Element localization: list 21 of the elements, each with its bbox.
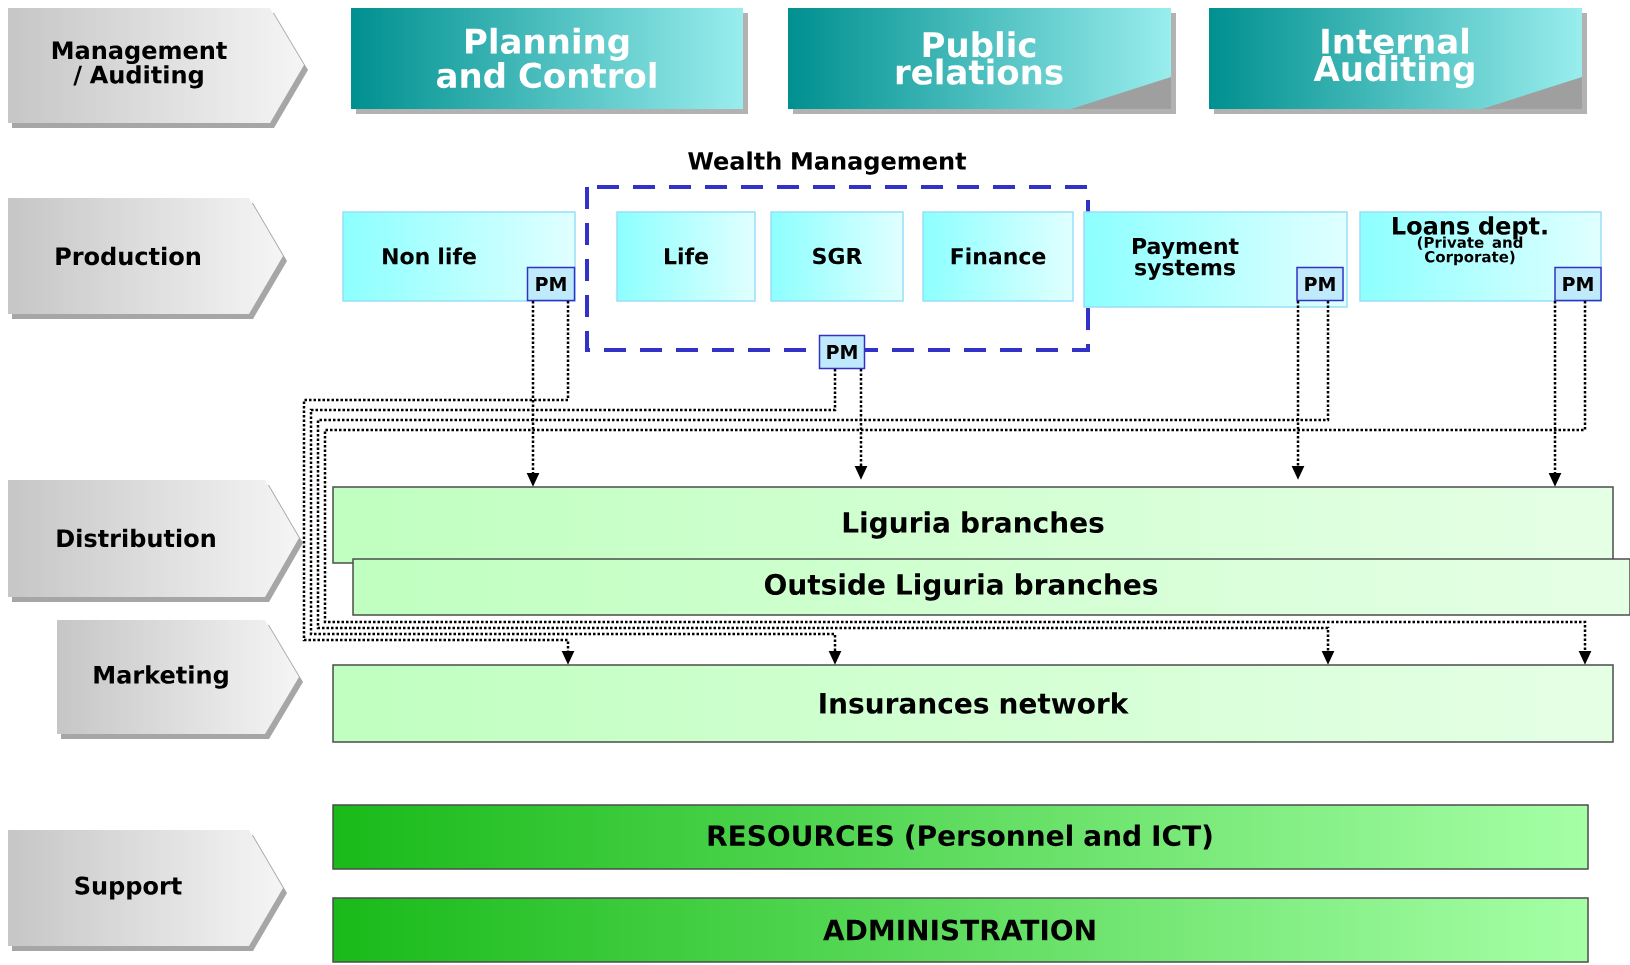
- unit-box: Internal Auditing: [1209, 8, 1587, 114]
- stage-banner: Distribution: [8, 480, 303, 602]
- stage-banner: Management / Auditing: [8, 8, 308, 128]
- stage-banner: Marketing: [57, 620, 303, 739]
- support-bar: RESOURCES (Personnel and ICT): [332, 804, 1589, 870]
- unit-box: Life: [616, 211, 756, 302]
- channel-bar: Insurances network: [332, 664, 1614, 743]
- node-label: Wealth Management: [688, 151, 967, 175]
- pm-tag: PM: [818, 334, 866, 370]
- channel-bar: Liguria branches: [332, 486, 1614, 564]
- unit-box: Finance: [922, 211, 1074, 302]
- unit-box: Public relations: [788, 8, 1176, 114]
- pm-tag: PM: [1554, 266, 1602, 302]
- pm-tag: PM: [526, 266, 576, 302]
- stage-banner: Support: [8, 830, 287, 951]
- pm-tag: PM: [1296, 266, 1344, 302]
- unit-box: Planning and Control: [351, 8, 748, 114]
- channel-bar: Outside Liguria branches: [352, 558, 1630, 616]
- stage-banner: Production: [8, 198, 287, 319]
- support-bar: ADMINISTRATION: [332, 897, 1589, 963]
- unit-box: SGR: [770, 211, 904, 302]
